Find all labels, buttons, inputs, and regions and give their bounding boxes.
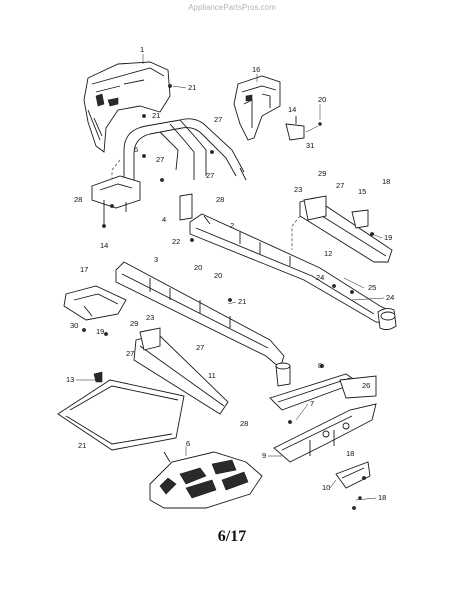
callout: 20: [318, 95, 326, 104]
callout: 26: [362, 381, 370, 390]
callout: 4: [162, 215, 166, 224]
callout: 12: [324, 249, 332, 258]
callout: 27: [156, 155, 164, 164]
callout: 29: [130, 319, 138, 328]
callout: 2: [230, 221, 234, 230]
callout: 3: [154, 255, 158, 264]
callout: 27: [196, 343, 204, 352]
callout: 27: [336, 181, 344, 190]
callout: 14: [288, 105, 296, 114]
part-main-rail: [189, 213, 397, 331]
callout: 27: [206, 171, 214, 180]
part-tube-frame: [123, 118, 247, 221]
callout: 21: [238, 297, 246, 306]
part-front-fender: [83, 61, 171, 153]
callout: 9: [262, 451, 266, 460]
callout: 18: [378, 493, 386, 502]
callout: 28: [240, 419, 248, 428]
callout: 21: [188, 83, 196, 92]
callout: 27: [126, 349, 134, 358]
part-mount-9: [273, 403, 377, 463]
callout: 7: [310, 399, 314, 408]
leader-lines: [76, 54, 385, 501]
callout-labels: 1 21 16 20 21 27 14 31 27 27 29 23 27 15…: [66, 45, 394, 502]
callout: 19: [384, 233, 392, 242]
callout: 25: [368, 283, 376, 292]
part-lower-rail: [115, 261, 291, 387]
callout: 28: [216, 195, 224, 204]
callout: 20: [194, 263, 202, 272]
callout: 31: [306, 141, 314, 150]
callout: 6: [186, 439, 190, 448]
watermark: AppliancePartsPros.com: [188, 3, 276, 12]
part-rear-fender-bracket: [233, 75, 281, 141]
callout: 17: [80, 265, 88, 274]
part-left-plate: [63, 285, 127, 321]
part-bracket-14-upper: [285, 116, 322, 141]
callout: 14: [100, 241, 108, 250]
part-footrest-6: [149, 451, 263, 509]
callout: 5: [134, 145, 138, 154]
callout: 24: [386, 293, 394, 302]
callout: 29: [318, 169, 326, 178]
page-number: 6/17: [217, 528, 247, 545]
part-bracket-14-lower: [91, 175, 141, 228]
part-clip-13: [93, 371, 103, 383]
part-bracket-26: [339, 375, 377, 399]
callout: 21: [152, 111, 160, 120]
callout: 23: [294, 185, 302, 194]
callout: 18: [382, 177, 390, 186]
callout: 13: [66, 375, 74, 384]
callout: 16: [252, 65, 260, 74]
callout: 20: [214, 271, 222, 280]
callout: 28: [74, 195, 82, 204]
callout: 22: [172, 237, 180, 246]
callout: 15: [358, 187, 366, 196]
callout: 24: [316, 273, 324, 282]
callout: 10: [322, 483, 330, 492]
part-bracket-10: [335, 461, 371, 500]
part-bracket-11: [133, 327, 229, 415]
callout: 30: [70, 321, 78, 330]
callout: 1: [140, 45, 144, 54]
callout: 23: [146, 313, 154, 322]
callout: 19: [96, 327, 104, 336]
callout: 21: [78, 441, 86, 450]
callout: 18: [346, 449, 354, 458]
callout: 8: [318, 361, 322, 370]
callout: 27: [214, 115, 222, 124]
part-floor-pan: [57, 379, 185, 451]
part-rear-arm: [291, 195, 393, 263]
callout: 11: [208, 371, 216, 380]
hardware-fasteners: [82, 84, 374, 510]
